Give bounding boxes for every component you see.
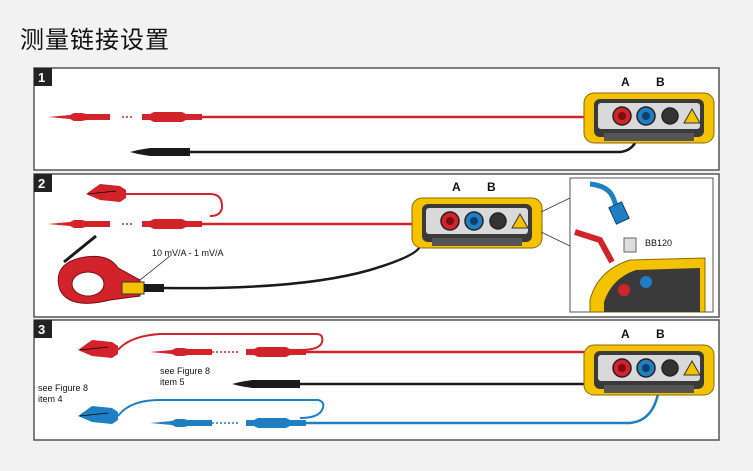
clamp-range-label: 10 mV/A - 1 mV/A — [152, 248, 224, 258]
note-left-line2: item 4 — [38, 394, 63, 404]
panel-number: 3 — [38, 322, 45, 337]
black-probe — [232, 380, 300, 388]
note-mid-line2: item 5 — [160, 377, 185, 387]
input-a-label: A — [452, 180, 461, 194]
black-probe — [130, 148, 190, 156]
panel-number: 1 — [38, 70, 45, 85]
page-title: 测量链接设置 — [20, 26, 170, 54]
bb120-inset: BB120 — [569, 177, 714, 313]
panel-number: 2 — [38, 176, 45, 191]
panel-2: 2 10 mV/A - 1 mV/A A B — [33, 173, 720, 318]
panel-number-badge — [34, 320, 52, 338]
note-left-line1: see Figure 8 — [38, 383, 88, 393]
input-a-label: A — [621, 327, 630, 341]
scope-meter — [583, 92, 715, 144]
note-mid-line1: see Figure 8 — [160, 366, 210, 376]
current-clamp — [57, 255, 164, 304]
input-b-label: B — [656, 75, 665, 89]
panel-number-badge — [34, 174, 52, 192]
panel-3: 3 A B see Fi — [33, 319, 720, 441]
input-b-label: B — [656, 327, 665, 341]
input-b-label: B — [487, 180, 496, 194]
panel-1: 1 A B — [33, 67, 720, 171]
scope-meter — [583, 344, 715, 396]
bb120-label: BB120 — [645, 238, 672, 248]
panel-number-badge — [34, 68, 52, 86]
input-a-label: A — [621, 75, 630, 89]
scope-meter — [411, 197, 543, 249]
black-lead-cable — [163, 243, 440, 290]
